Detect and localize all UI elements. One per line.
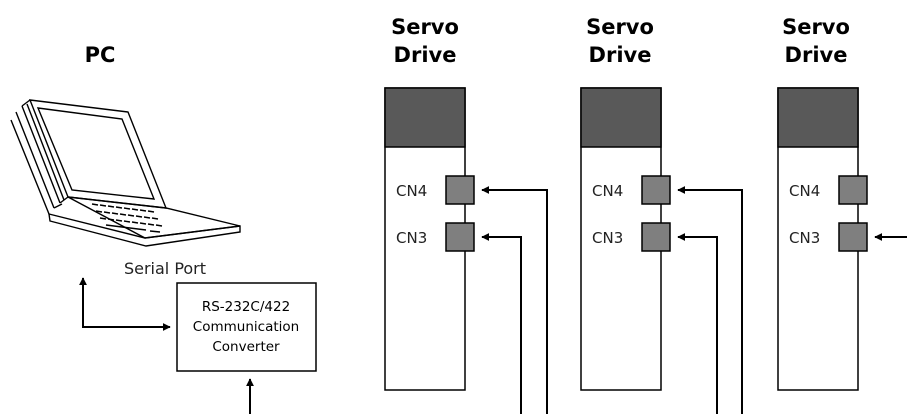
converter-line-1: RS-232C/422: [202, 299, 290, 315]
drive-2-cn4-to-drive-3-wire: [677, 186, 743, 414]
drive-3-cn3-connector: [838, 222, 868, 252]
drive-1-cn3-wire: [481, 233, 522, 414]
converter-line-3: Converter: [212, 339, 280, 355]
drive-2-cn3-label: CN3: [592, 229, 623, 247]
drive-1-cn4-connector: [445, 175, 475, 205]
drive-1-header-panel: [384, 87, 466, 148]
serial-port-label: Serial Port: [124, 259, 206, 278]
drive-1-cn3-label: CN3: [396, 229, 427, 247]
pc-converter-wire: [79, 277, 171, 331]
drive-2-cn3-wire: [677, 233, 718, 414]
drive-3-title-line2: Drive: [785, 43, 848, 67]
drive-3-header-panel: [777, 87, 859, 148]
drive-2-cn4-connector: [641, 175, 671, 205]
drive-1-cn4-label: CN4: [396, 182, 427, 200]
drive-1-cn4-to-drive-2-wire: [481, 186, 548, 414]
drive-2-cn3-connector: [641, 222, 671, 252]
servo-drive-3: Servo Drive CN4 CN3: [777, 15, 868, 391]
pc-label: PC: [85, 43, 116, 67]
drive-3-cn3-label: CN3: [789, 229, 820, 247]
drive-1-title-line2: Drive: [394, 43, 457, 67]
drive-2-header-panel: [580, 87, 662, 148]
drive-3-title-line1: Servo: [782, 15, 850, 39]
drive-2-title-line2: Drive: [589, 43, 652, 67]
drive-2-cn4-label: CN4: [592, 182, 623, 200]
drive-1-title-line1: Servo: [391, 15, 459, 39]
servo-drive-1: Servo Drive CN4 CN3: [384, 15, 475, 391]
converter-line-2: Communication: [193, 319, 299, 335]
drive-3-cn4-label: CN4: [789, 182, 820, 200]
drive-3-cn4-connector: [838, 175, 868, 205]
laptop-icon: [10, 99, 241, 247]
converter-box: [176, 282, 317, 372]
drive-2-title-line1: Servo: [586, 15, 654, 39]
servo-drive-2: Servo Drive CN4 CN3: [580, 15, 671, 391]
drive-1-cn3-connector: [445, 222, 475, 252]
